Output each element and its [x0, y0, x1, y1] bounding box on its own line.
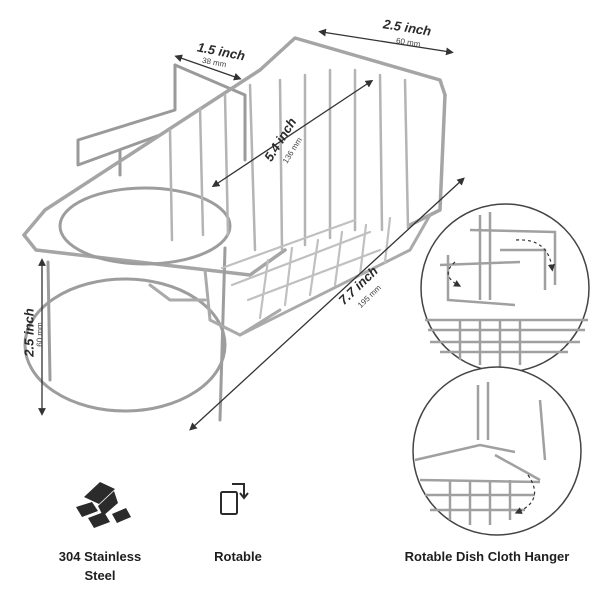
- hook-depth-arrow: [174, 54, 242, 81]
- inner-length-arrow: [211, 79, 374, 188]
- detail-circle-cloth-hanger: [412, 366, 582, 536]
- feature-rotable-label: Rotable: [214, 549, 262, 564]
- feature-steel-label: 304 Stainless Steel: [52, 547, 148, 585]
- dimension-arrows: [38, 28, 465, 431]
- detail-circle-hook: [420, 203, 590, 373]
- steel-ingots-icon: [76, 482, 131, 528]
- rotate-icon: [220, 483, 249, 515]
- top-width-arrow: [318, 28, 454, 56]
- back-hook: [76, 63, 247, 177]
- feature-hanger-label: Rotable Dish Cloth Hanger: [404, 549, 570, 564]
- feature-steel-line1: 304 Stainless: [58, 549, 142, 564]
- sink-caddy-basket: [22, 36, 447, 422]
- height-mm: 60 mm: [35, 322, 45, 347]
- height-inch: 2.5 inch: [21, 308, 37, 357]
- feature-steel-line2: Steel: [84, 568, 116, 583]
- total-length-arrow: [189, 177, 465, 431]
- cup-ring: [23, 186, 232, 422]
